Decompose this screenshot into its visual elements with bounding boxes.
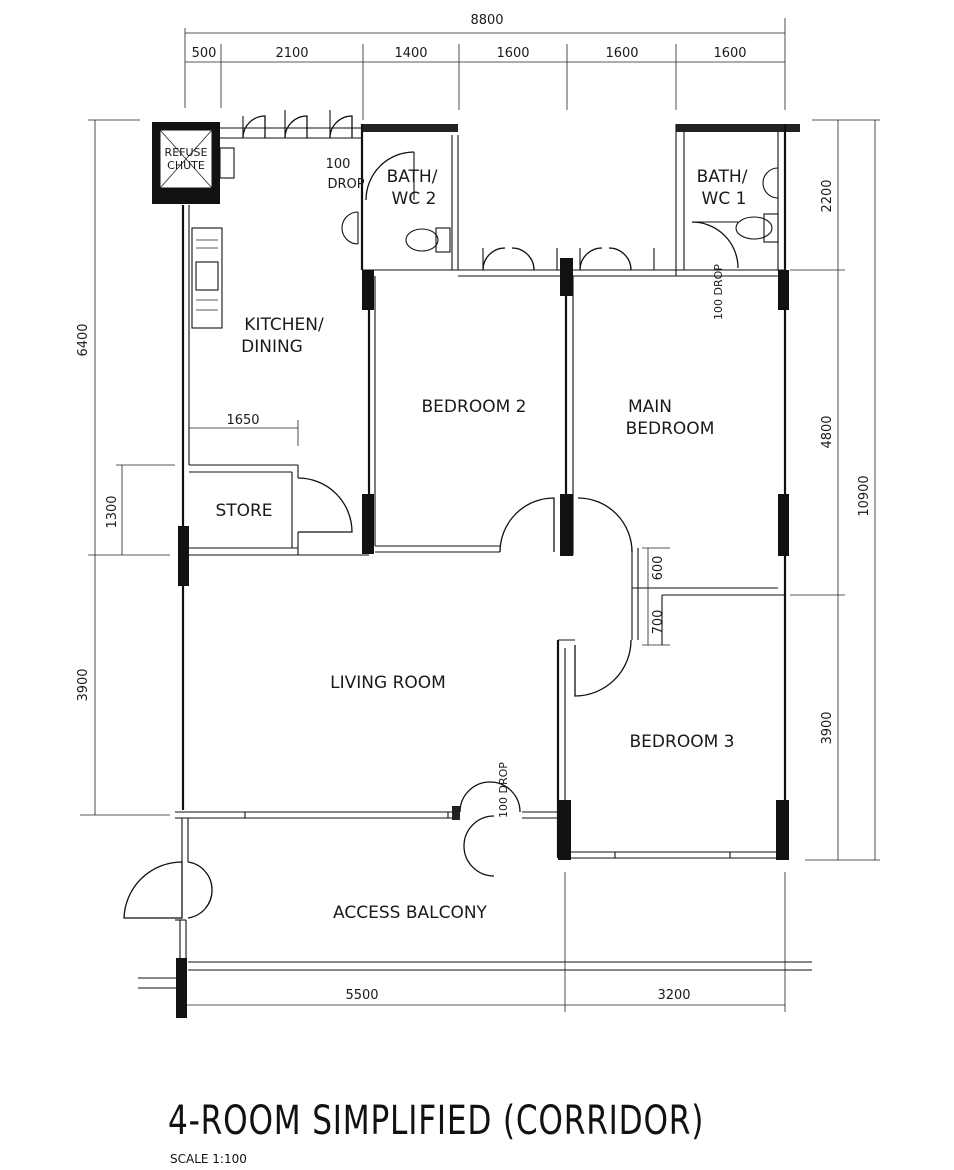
- dim-right-10900: 10900: [857, 475, 872, 516]
- dim-top-2100: 2100: [275, 46, 308, 61]
- label-living-room: LIVING ROOM: [330, 673, 446, 693]
- label-bath1-line2: WC 1: [702, 189, 747, 209]
- plan-title: 4-ROOM SIMPLIFIED (CORRIDOR): [168, 1098, 705, 1144]
- label-bedroom-2: BEDROOM 2: [422, 397, 527, 417]
- dim-left-6400: 6400: [76, 323, 91, 356]
- label-main-bedroom-line2: BEDROOM: [626, 419, 715, 439]
- walls: [138, 124, 812, 989]
- label-chute: CHUTE: [167, 159, 205, 172]
- note-bath1-drop: 100 DROP: [712, 264, 725, 320]
- plan-scale: SCALE 1:100: [170, 1152, 247, 1166]
- label-bedroom-3: BEDROOM 3: [630, 732, 735, 752]
- label-bath1-line1: BATH/: [697, 167, 748, 187]
- dim-top-1600c: 1600: [713, 46, 746, 61]
- dim-inner-600: 600: [651, 556, 666, 581]
- note-bath2-drop-value: 100: [326, 157, 351, 172]
- bottom-dimension-lines: [185, 872, 786, 1012]
- note-bath2-drop-label: DROP: [327, 177, 364, 192]
- store-width-dimension: [189, 420, 299, 446]
- label-access-balcony: ACCESS BALCONY: [333, 903, 488, 923]
- dim-bottom-5500: 5500: [345, 988, 378, 1003]
- left-dimension-lines: [80, 119, 175, 816]
- label-refuse: REFUSE: [165, 146, 208, 159]
- note-living-drop: 100 DROP: [497, 762, 510, 818]
- dim-right-4800: 4800: [820, 415, 835, 448]
- doors: [123, 110, 779, 919]
- dim-bottom-3200: 3200: [657, 988, 690, 1003]
- dim-left-3900: 3900: [76, 668, 91, 701]
- top-dimension-lines: [184, 18, 786, 120]
- dim-top-1600b: 1600: [605, 46, 638, 61]
- label-store: STORE: [215, 501, 272, 521]
- dim-top-1400: 1400: [394, 46, 427, 61]
- dim-top-total: 8800: [470, 13, 503, 28]
- dim-right-2200: 2200: [820, 179, 835, 212]
- right-dimension-lines: [790, 119, 880, 861]
- dim-store-1650: 1650: [226, 413, 259, 428]
- label-bath2-line1: BATH/: [387, 167, 438, 187]
- dim-inner-700: 700: [651, 610, 666, 635]
- dim-left-1300: 1300: [105, 495, 120, 528]
- label-kitchen-line1: KITCHEN/: [244, 315, 324, 335]
- dim-top-500: 500: [192, 46, 217, 61]
- inner-dimensions: [642, 547, 670, 646]
- label-bath2-line2: WC 2: [392, 189, 437, 209]
- columns: [176, 258, 789, 1018]
- label-kitchen-line2: DINING: [241, 337, 303, 357]
- refuse-chute: [152, 122, 220, 204]
- dim-right-3900: 3900: [820, 711, 835, 744]
- label-main-bedroom-line1: MAIN: [628, 397, 672, 417]
- dim-top-1600a: 1600: [496, 46, 529, 61]
